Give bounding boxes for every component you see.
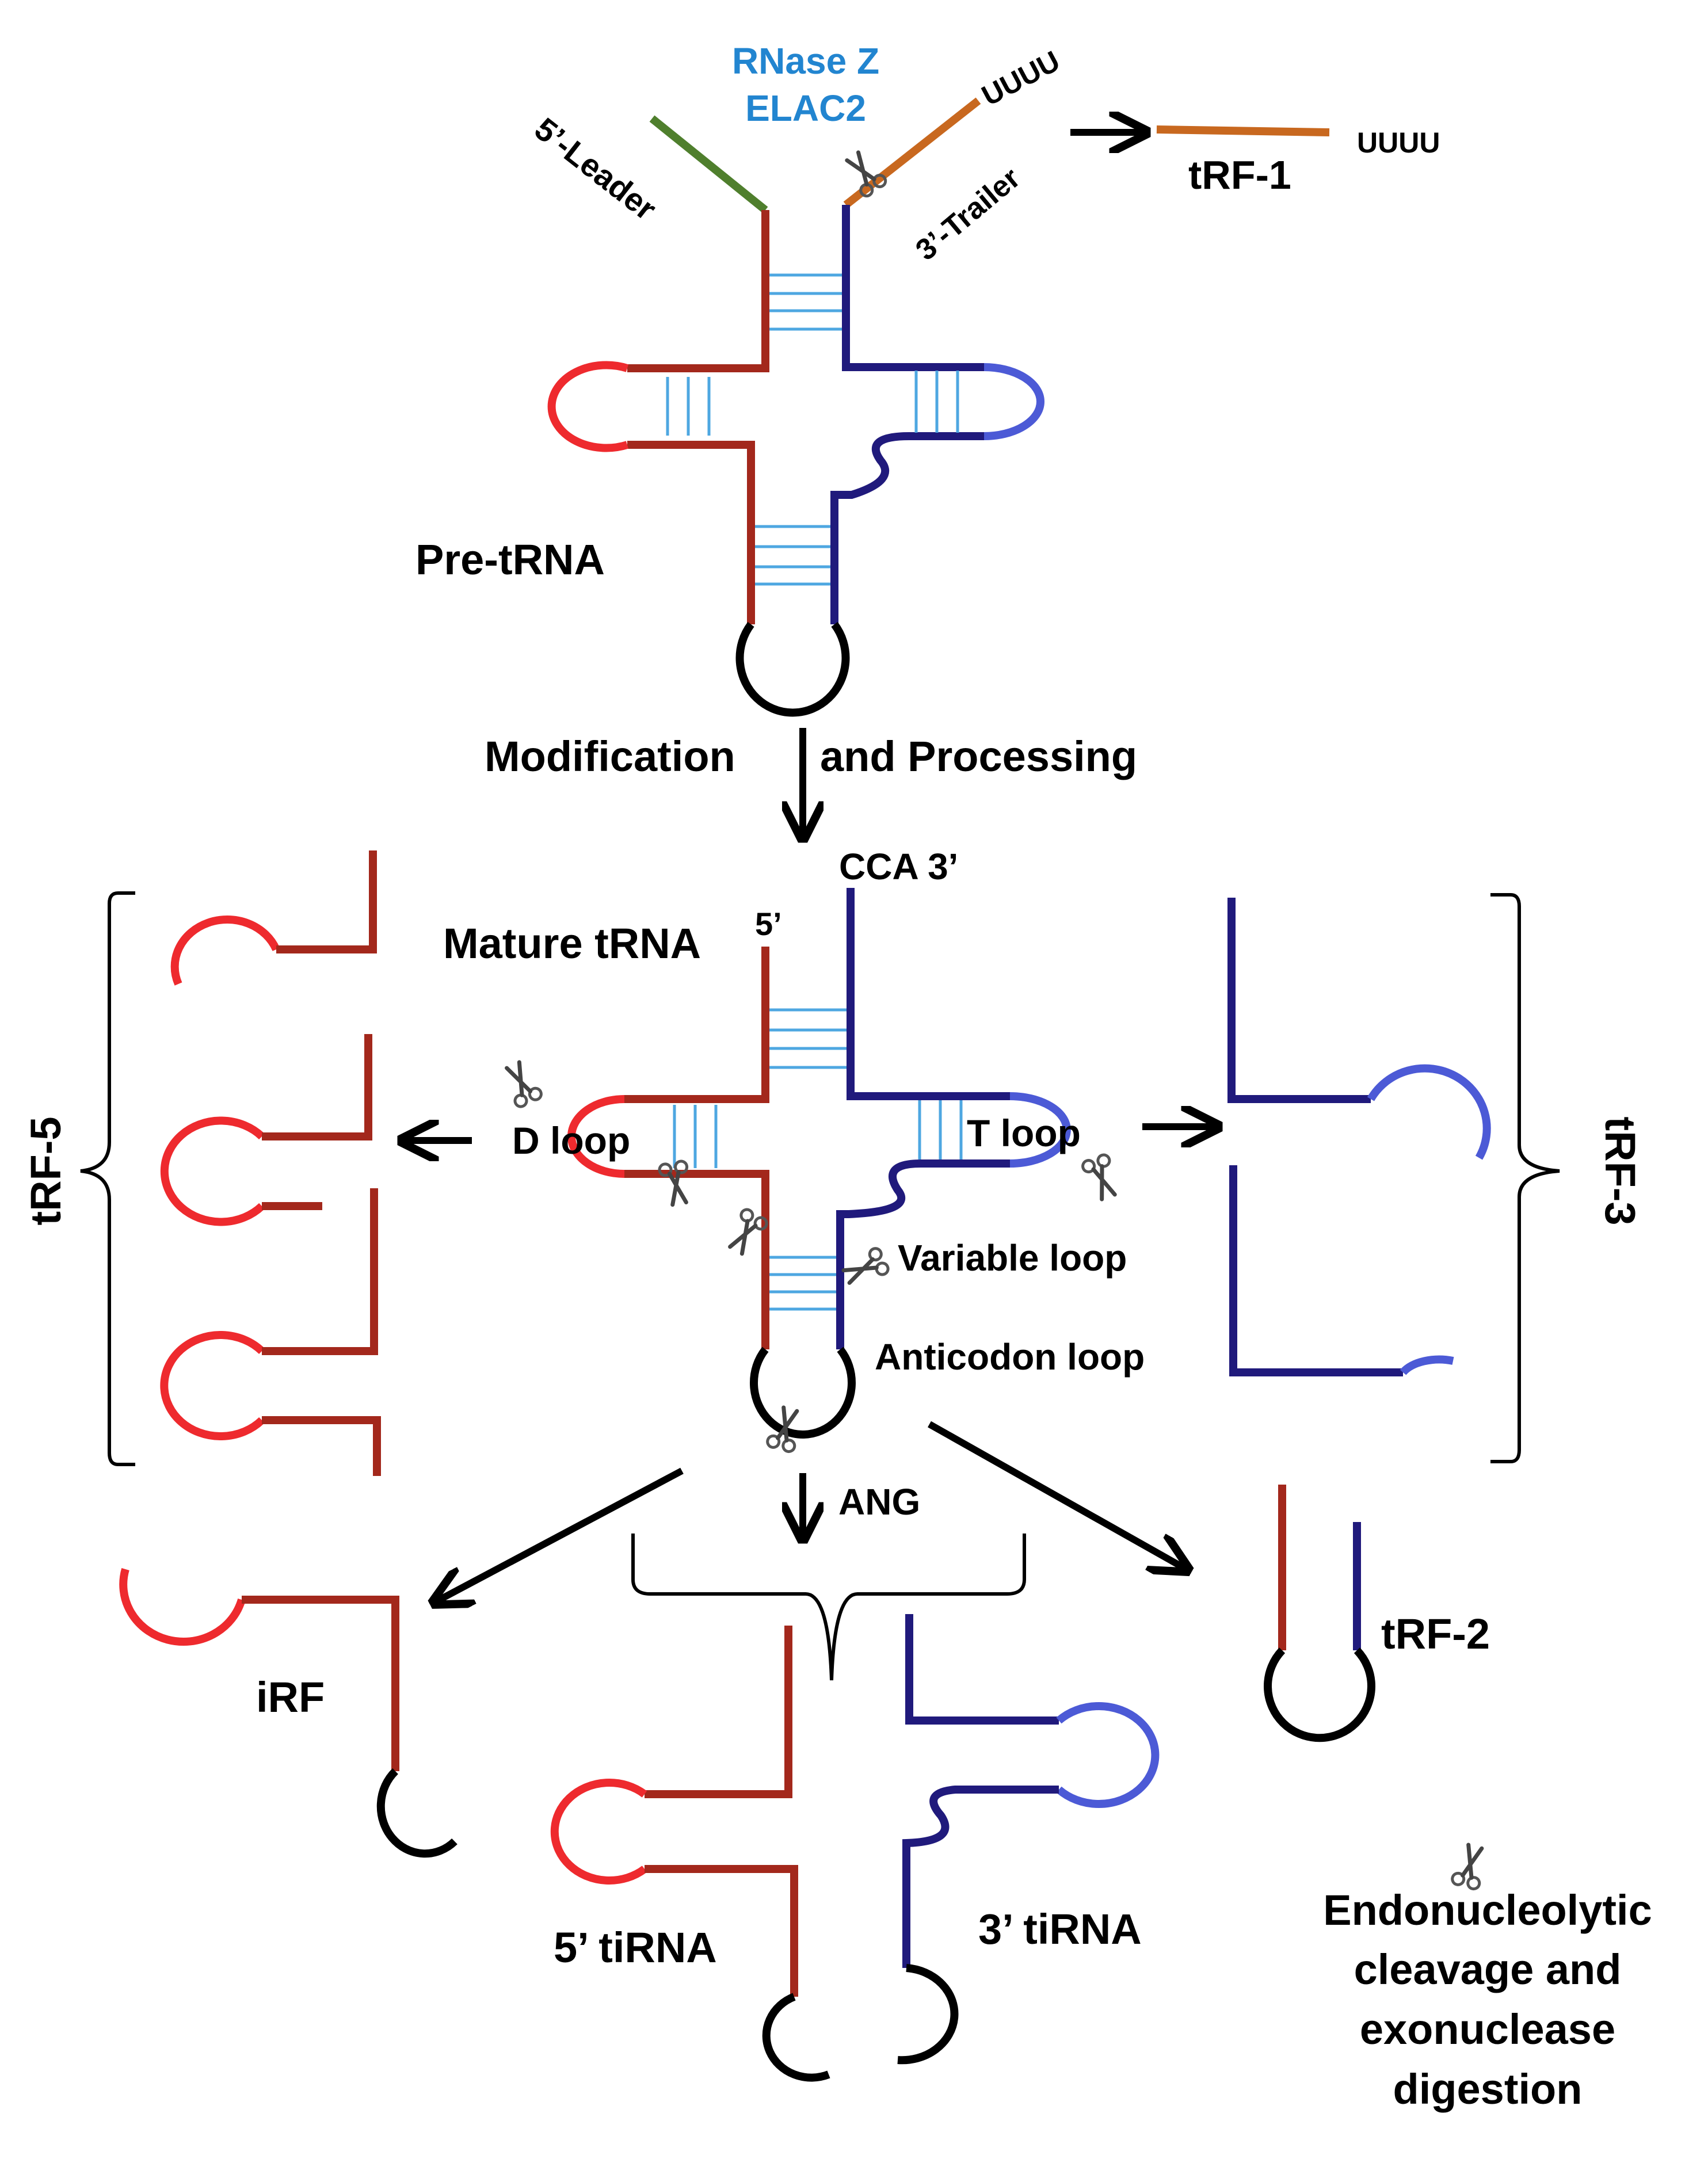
modification-label: Modification (485, 733, 735, 780)
scissors-icon (1081, 1153, 1122, 1201)
mature-base-pairs (673, 1008, 963, 1311)
t-loop-label: T loop (967, 1112, 1081, 1154)
mature-trna-label: Mature tRNA (443, 920, 701, 967)
tirna-bracket (631, 1534, 1026, 1681)
irf-fragment (119, 1568, 458, 1858)
trf1-strand (1156, 125, 1330, 136)
pre-trna-base-pairs (666, 273, 959, 586)
trailer-label: 3’-Trailer (909, 161, 1026, 267)
variable-loop-label: Variable loop (898, 1237, 1127, 1279)
trf5-bracket (80, 891, 135, 1466)
leader-strand (649, 115, 768, 213)
uuuu-top-label: UUUU (977, 44, 1065, 112)
processing-label: and Processing (820, 733, 1137, 780)
pre-trna-3prime-half (830, 205, 984, 624)
scissors-icon (501, 1059, 543, 1109)
trf5-fragments (160, 850, 381, 1476)
leader-label: 5’-Leader (528, 110, 664, 227)
cca-3prime-label: CCA 3’ (839, 846, 958, 887)
trf2-fragment (1264, 1485, 1375, 1742)
legend-scissors-icon (1451, 1843, 1488, 1890)
scissors-icon (766, 1406, 803, 1453)
pre-trna-t-loop (983, 363, 1044, 440)
enzyme-label-line1: RNase Z (732, 40, 879, 82)
trf3-bracket (1490, 893, 1560, 1463)
legend-line-2: cleavage and (1354, 1946, 1622, 1993)
trf5-label: tRF-5 (22, 1116, 70, 1225)
ang-label: ANG (838, 1481, 920, 1523)
5prime-tirna-fragment (550, 1626, 830, 2082)
mature-anticodon-loop (750, 1346, 856, 1439)
legend-line-4: digestion (1393, 2065, 1583, 2113)
d-loop-label: D loop (512, 1119, 630, 1162)
pre-trna-structure (547, 97, 1044, 717)
trf1-uuuu-label: UUUU (1357, 127, 1440, 159)
scissors-icon (658, 1160, 693, 1206)
irf-label: iRF (256, 1673, 325, 1721)
legend-text: Endonucleolytic cleavage and exonuclease… (1323, 1886, 1652, 2113)
3prime-tirna-label: 3’ tiRNA (978, 1905, 1142, 1953)
trf3-label: tRF-3 (1596, 1116, 1644, 1225)
mature-trna-structure (501, 888, 1122, 1453)
mature-t-loop (1009, 1092, 1071, 1168)
trf3-fragments (1227, 898, 1491, 1376)
anticodon-loop-label: Anticodon loop (875, 1336, 1145, 1378)
pre-trna-d-loop (547, 361, 629, 452)
trf2-label: tRF-2 (1381, 1610, 1490, 1658)
enzyme-label-line2: ELAC2 (745, 87, 866, 129)
5prime-tirna-label: 5’ tiRNA (554, 1924, 717, 1971)
pre-trna-5prime-half (627, 210, 769, 624)
legend-line-1: Endonucleolytic (1323, 1886, 1652, 1934)
pre-trna-label: Pre-tRNA (415, 536, 605, 583)
scissors-icon (841, 1246, 890, 1289)
mature-d-loop (567, 1095, 625, 1178)
trf1-label: tRF-1 (1188, 152, 1291, 197)
lower-arrows (437, 1421, 1184, 1601)
mature-3prime-half (836, 888, 1010, 1349)
trailer-strand (843, 97, 981, 208)
3prime-tirna-fragment (897, 1614, 1160, 2065)
legend-line-3: exonuclease (1360, 2005, 1615, 2053)
pre-trna-anticodon-loop (735, 621, 850, 717)
five-prime-label: 5’ (755, 906, 782, 942)
